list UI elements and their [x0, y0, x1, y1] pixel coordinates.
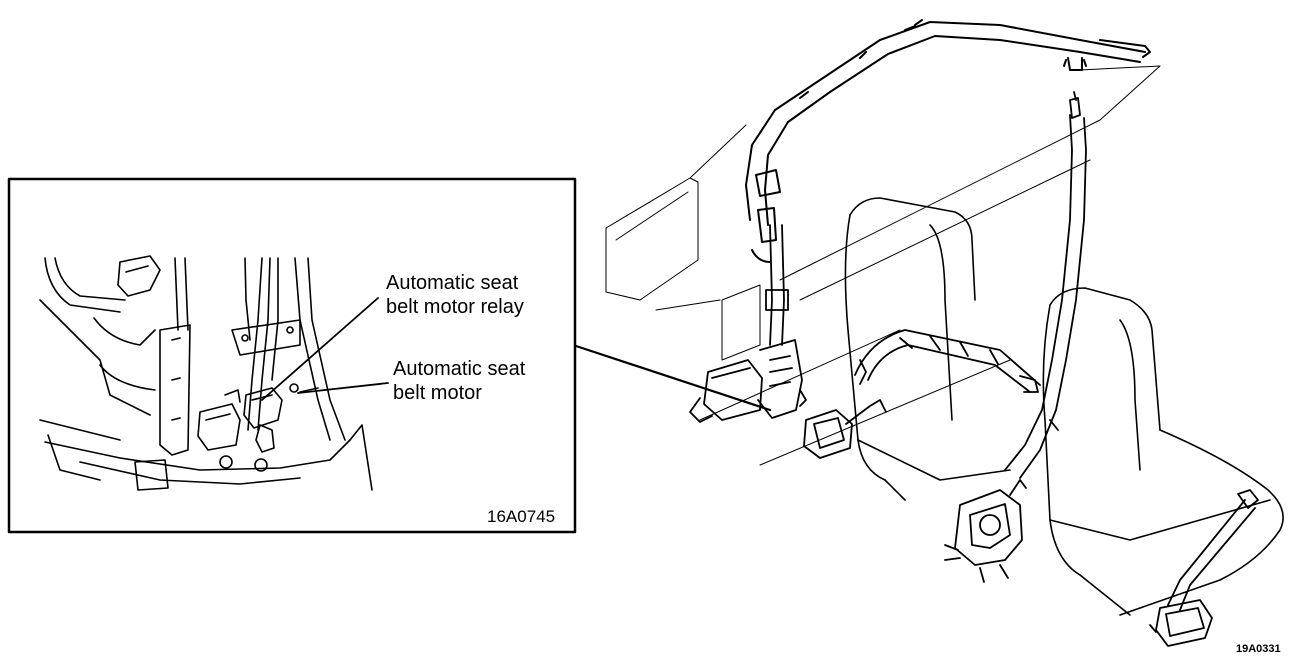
main-figure-code: 19A0331: [1236, 643, 1281, 655]
inset-frame: [7, 177, 577, 534]
relay-label-line-2: belt motor relay: [386, 296, 524, 318]
inset-leader-line: [574, 344, 772, 412]
motor-leader-line: [297, 382, 389, 394]
rear-seat: [1042, 287, 1284, 616]
pillar-motor-unit: [689, 339, 807, 423]
roof-guide-rail: [745, 19, 1151, 263]
motor-label-line-1: Automatic seat: [393, 358, 526, 380]
inset-detail-view: [7, 177, 577, 534]
inset-illustration: [39, 255, 373, 491]
front-seat: [844, 197, 1011, 501]
shoulder-belt: [854, 329, 1041, 393]
motor-label-line-2: belt motor: [393, 382, 482, 404]
relay-leader-line: [261, 297, 379, 401]
pillar-harness: [765, 224, 789, 346]
car-body-outline: [605, 65, 1161, 466]
rear-buckle: [1149, 489, 1259, 647]
belt-anchor-plate: [803, 399, 887, 459]
floor-retractor: [944, 479, 1027, 583]
inset-figure-code: 16A0745: [487, 507, 556, 526]
seat-belt-assembly-illustration: [574, 19, 1284, 647]
diagonal-belt: [1004, 91, 1087, 479]
relay-label-line-1: Automatic seat: [386, 272, 519, 294]
